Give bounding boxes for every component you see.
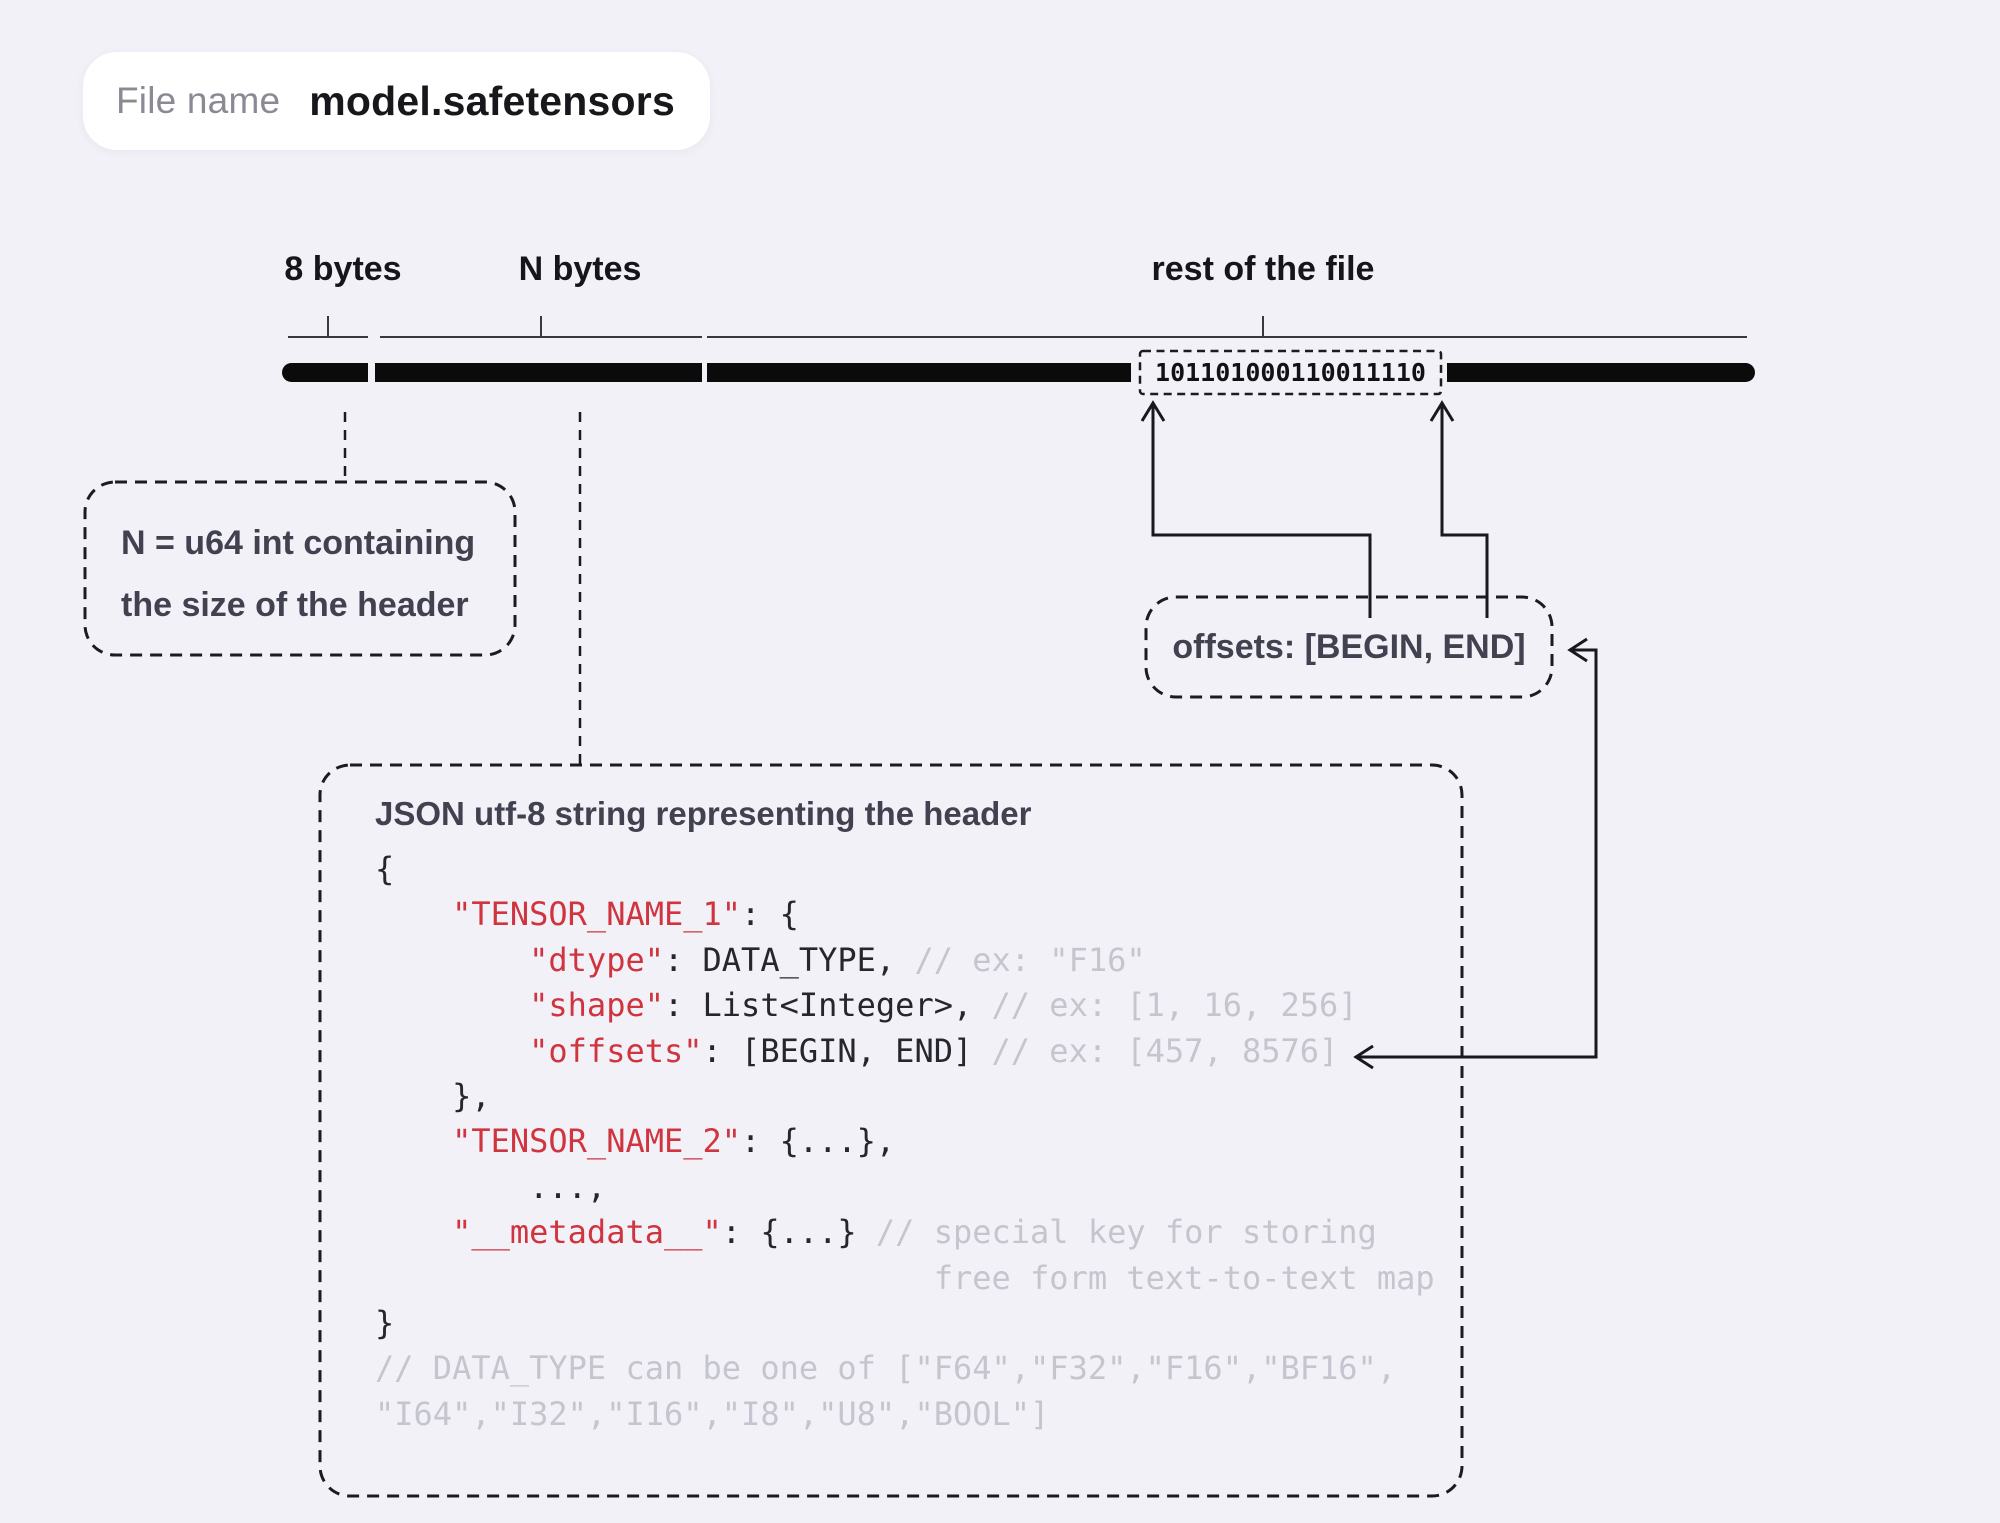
label-8-bytes: 8 bytes <box>284 250 402 288</box>
bar-segment-8-bytes <box>282 363 368 382</box>
code-token: "I64","I32","I16","I8","U8","BOOL"] <box>375 1394 1050 1433</box>
arrow-up-icon <box>1140 400 1166 422</box>
code-line: // DATA_TYPE can be one of ["F64","F32",… <box>375 1346 1435 1391</box>
code-token: "TENSOR_NAME_2" <box>452 1122 742 1161</box>
bar-segment-n-bytes <box>375 363 702 382</box>
code-token: : {...} <box>721 1213 876 1252</box>
code-line: "TENSOR_NAME_1": { <box>375 892 1435 937</box>
code-line: { <box>375 847 1435 892</box>
code-token: : { <box>741 895 799 934</box>
n-size-note: N = u64 int containing the size of the h… <box>85 482 515 655</box>
code-token: : [BEGIN, END] <box>702 1031 992 1070</box>
file-name-pill: File name model.safetensors <box>83 52 710 150</box>
code-line: "dtype": DATA_TYPE, // ex: "F16" <box>375 938 1435 983</box>
code-token <box>375 986 529 1024</box>
code-token: // DATA_TYPE can be one of ["F64","F32",… <box>375 1349 1397 1388</box>
n-size-note-line2: the size of the header <box>121 586 469 624</box>
file-name-value: model.safetensors <box>309 77 675 124</box>
code-token: // ex: [457, 8576] <box>991 1031 1339 1070</box>
arrow-left-icon <box>1567 637 1588 663</box>
code-token: "offsets" <box>529 1031 703 1070</box>
label-rest-of-file: rest of the file <box>1151 250 1375 288</box>
code-line: ..., <box>375 1165 1435 1210</box>
json-header-title: JSON utf-8 string representing the heade… <box>375 795 1032 832</box>
code-token: "TENSOR_NAME_1" <box>452 895 742 934</box>
file-name-label: File name <box>116 80 281 121</box>
json-header-box: JSON utf-8 string representing the heade… <box>320 765 1462 1496</box>
n-size-note-line1: N = u64 int containing <box>121 524 476 562</box>
code-token: : {...}, <box>741 1122 896 1161</box>
code-token: // ex: "F16" <box>914 940 1146 979</box>
measure-bracket-8-bytes <box>288 316 368 338</box>
code-line: "shape": List<Integer>, // ex: [1, 16, 2… <box>375 983 1435 1028</box>
code-line: "__metadata__": {...} // special key for… <box>375 1210 1435 1255</box>
code-token: "__metadata__" <box>452 1213 722 1252</box>
code-line: free form text-to-text map <box>375 1256 1435 1301</box>
code-token <box>375 1032 529 1070</box>
measure-bracket-n-bytes <box>380 316 702 338</box>
code-token: // special key for storing <box>875 1213 1377 1252</box>
json-header-code: { "TENSOR_NAME_1": { "dtype": DATA_TYPE,… <box>375 847 1435 1437</box>
offsets-note: offsets: [BEGIN, END] <box>1172 627 1526 666</box>
arrow-end-offset <box>1429 400 1489 618</box>
code-token <box>375 895 452 933</box>
measure-bracket-rest-of-file <box>707 316 1747 338</box>
arrow-begin-offset <box>1140 400 1372 618</box>
code-token <box>375 1213 452 1251</box>
code-line: }, <box>375 1074 1435 1119</box>
code-token: // ex: [1, 16, 256] <box>991 986 1358 1025</box>
code-token: free form text-to-text map <box>375 1258 1435 1297</box>
code-line: "offsets": [BEGIN, END] // ex: [457, 857… <box>375 1029 1435 1074</box>
bar-segment-rest-right <box>1447 363 1755 382</box>
code-token: "dtype" <box>529 940 664 979</box>
bar-segment-rest-left <box>707 363 1131 382</box>
code-token <box>375 941 529 979</box>
code-token: : DATA_TYPE, <box>663 940 915 979</box>
label-n-bytes: N bytes <box>518 250 642 288</box>
code-line: "I64","I32","I16","I8","U8","BOOL"] <box>375 1392 1435 1437</box>
code-token: : List<Integer>, <box>663 986 992 1025</box>
binary-window: 101101000110011110 <box>1155 358 1426 387</box>
code-token: }, <box>375 1077 491 1116</box>
code-token: } <box>375 1304 395 1343</box>
code-token <box>375 1122 452 1160</box>
code-token: ..., <box>375 1167 607 1206</box>
arrow-up-icon <box>1429 400 1455 422</box>
code-line: "TENSOR_NAME_2": {...}, <box>375 1119 1435 1164</box>
code-token: "shape" <box>529 986 664 1025</box>
code-line: } <box>375 1301 1435 1346</box>
code-token: { <box>375 850 395 888</box>
